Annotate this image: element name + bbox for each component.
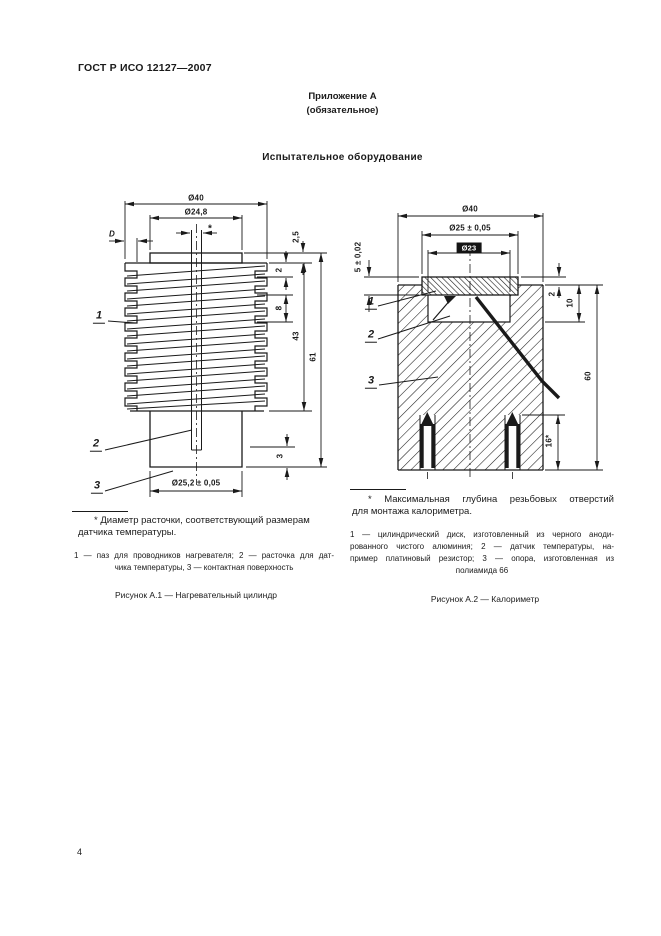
dim-a2-disc-diameter: Ø25 ± 0,05: [449, 223, 491, 233]
callout-a2-2: 2: [364, 329, 378, 343]
callout-a1-2: 2: [89, 438, 103, 452]
legend-a1-line2: чика температуры, 3 — контактная поверхн…: [114, 563, 294, 572]
dim-a1-fin-thickness: 2: [274, 267, 284, 273]
dim-a1-bottom-diameter: Ø25,2 ± 0,05: [171, 478, 221, 488]
dim-a2-total-height: 60: [583, 371, 593, 381]
dim-a1-thread-length: 43: [291, 331, 301, 341]
dim-a2-cavity-diameter: Ø23: [456, 242, 482, 254]
footnote-a1-line2: датчика температуры.: [78, 527, 177, 539]
figure-a1-drawing: [104, 201, 327, 497]
dim-a1-bore-ref: *: [207, 223, 213, 235]
footnote-a2: * Максимальная глубина резьбовых отверст…: [352, 494, 614, 518]
legend-a2: 1 — цилиндрический диск, изготовленный и…: [350, 529, 614, 577]
footnote-rule-a1: [72, 511, 128, 512]
callout-a1-1: 1: [92, 310, 106, 324]
page-number: 4: [77, 847, 83, 857]
standard-designation: ГОСТ Р ИСО 12127—2007: [78, 62, 212, 74]
dim-a2-protrusion: 2: [547, 291, 557, 297]
footnote-a2-line1: * Максимальная глубина резьбовых отверст…: [368, 494, 614, 505]
dim-a1-total-height: 61: [308, 352, 318, 362]
dim-a2-disc-thickness: 5 ± 0,02: [353, 241, 363, 273]
callout-a1-3: 3: [90, 480, 104, 494]
section-title: Испытательное оборудование: [262, 152, 423, 163]
dim-a1-outer-diameter: Ø40: [188, 193, 204, 203]
dim-a2-outer-diameter: Ø40: [462, 204, 478, 214]
legend-a2-line3: пример платиновый резистор; 3 — опора, и…: [350, 554, 614, 563]
appendix-label: Приложение А: [308, 91, 377, 102]
dim-a1-bottom-step: 3: [275, 453, 285, 459]
figure-a1-caption: Рисунок А.1 — Нагревательный цилиндр: [114, 590, 278, 600]
footnote-a1-line1: * Диаметр расточки, соответствующий разм…: [94, 515, 310, 526]
callout-a2-1: 1: [364, 296, 378, 310]
callout-a2-3: 3: [364, 375, 378, 389]
footnote-a2-line2: для монтажа калориметра.: [352, 506, 472, 518]
dim-a1-groove-depth: D: [109, 229, 115, 239]
figure-a2-drawing: [364, 213, 603, 479]
figure-a2-caption: Рисунок А.2 — Калориметр: [430, 594, 540, 604]
legend-a1-line1: 1 — паз для проводников нагревателя; 2 —…: [74, 551, 334, 560]
dim-a2-cavity-depth: 10: [565, 298, 575, 308]
footnote-a1: * Диаметр расточки, соответствующий разм…: [78, 515, 334, 539]
appendix-type-label: (обязательное): [306, 105, 379, 116]
legend-a2-line1: 1 — цилиндрический диск, изготовленный и…: [350, 530, 614, 539]
legend-a1: 1 — паз для проводников нагревателя; 2 —…: [74, 550, 334, 574]
legend-a2-line2: рованного чистого алюминия; 2 — датчик т…: [350, 542, 614, 551]
legend-a2-line4: полиамида 66: [455, 566, 509, 575]
dim-a1-cap-diameter: Ø24,8: [184, 207, 208, 217]
dim-a1-cap-height: 2,5: [291, 231, 301, 243]
dim-a2-hole-depth: 16*: [544, 434, 554, 448]
dim-a1-fin-pitch: 8: [274, 305, 284, 311]
footnote-rule-a2: [350, 489, 406, 490]
